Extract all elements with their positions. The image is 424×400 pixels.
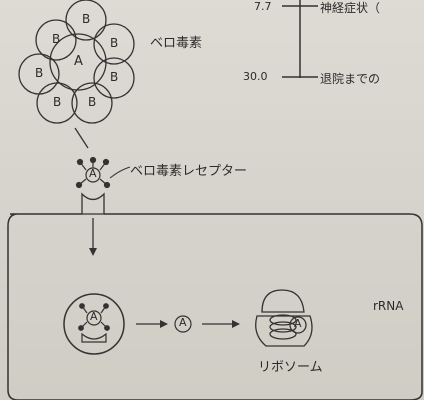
b-subunit-letter: B xyxy=(88,95,97,109)
release-arrowhead xyxy=(160,320,168,328)
verotoxin-label: ベロ毒素 xyxy=(150,36,203,51)
internalization-arrowhead xyxy=(89,248,97,256)
endosome-receptor xyxy=(81,332,107,343)
b-subunit-letter: B xyxy=(110,70,119,84)
a-subunit-circle xyxy=(49,33,107,91)
timeline-event-2: 退院までの xyxy=(320,72,381,86)
receptor-leader-line xyxy=(109,166,131,179)
bound-a-letter: A xyxy=(89,167,97,180)
bind-arrow xyxy=(74,127,89,149)
ribosome-shape xyxy=(255,289,313,347)
timeline-value-2: 30.0 xyxy=(243,70,268,83)
endosome xyxy=(63,293,125,355)
timeline-value-1: 7.7 xyxy=(254,0,272,13)
receptor-label: ベロ毒素レセプター xyxy=(130,164,248,179)
b-subunit-circle xyxy=(93,23,135,65)
b-subunit-letter: B xyxy=(52,32,61,46)
b-subunit-circle xyxy=(18,53,60,95)
cell-membrane xyxy=(7,213,423,400)
timeline-event-1: 神経症状（ xyxy=(320,1,381,15)
b-subunit-circle xyxy=(35,19,77,61)
free-a-subunit xyxy=(174,315,192,333)
toxin-pentamer xyxy=(18,0,135,124)
a-subunit-letter: A xyxy=(74,54,83,69)
ribosome-label: リボソーム xyxy=(258,360,323,375)
ribosome-arrowhead xyxy=(232,320,240,328)
b-subunit-letter: B xyxy=(53,95,62,109)
ribosome-a-letter: A xyxy=(294,317,302,330)
b-subunit-circle xyxy=(93,57,135,99)
receptor-shape xyxy=(81,192,105,215)
free-a-letter: A xyxy=(179,316,187,329)
endosome-toxin-icon xyxy=(78,303,110,331)
b-subunit-circle xyxy=(65,0,107,41)
bound-toxin-icon xyxy=(75,156,111,189)
rrna-label: rRNA xyxy=(373,299,404,313)
b-subunit-letter: B xyxy=(35,66,44,80)
b-subunit-circle xyxy=(71,82,113,124)
b-subunit-letter: B xyxy=(110,36,119,50)
endosome-a-letter: A xyxy=(90,310,98,323)
b-subunit-letter: B xyxy=(82,12,91,26)
